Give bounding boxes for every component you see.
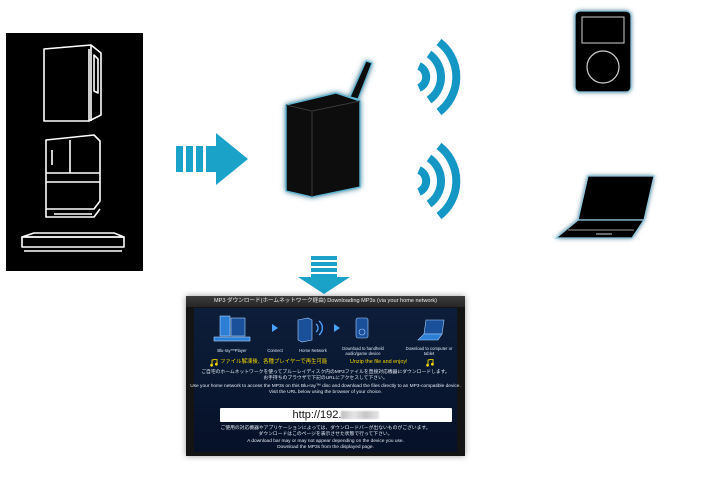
step-player-icon: [213, 315, 251, 342]
note-en-line2: Download the MP3s from the displayed pag…: [277, 445, 374, 450]
info-en-line2: Visit the URL below using the browser of…: [268, 390, 383, 395]
step-router-icon: [297, 317, 323, 343]
note-jp-line1: ご使用の対応機器やアプリケーションによっては、ダウンロードバーが出ないものがござ…: [220, 426, 431, 431]
wifi-waves-icon: [417, 38, 461, 220]
step-arrow-icon: [272, 324, 278, 332]
steps-diagram: [213, 315, 445, 343]
step-label-computer: Download to computer or tablet: [405, 346, 453, 356]
step-label-connect: Connect: [267, 348, 283, 353]
music-player-icon: [574, 10, 632, 93]
wireless-router-icon: [285, 60, 373, 198]
laptop-icon: [554, 175, 655, 239]
down-arrow-icon: [298, 256, 350, 294]
bluray-player-icon: [45, 134, 101, 218]
url-field: http://192.: [220, 408, 452, 422]
game-console-icon: [43, 44, 102, 122]
note-icon: [210, 359, 218, 367]
step-handheld-icon: [355, 317, 369, 339]
download-page-screenshot: MP3 ダウンロード(ホームネットワーク経由) Downloading MP3s…: [186, 296, 465, 456]
step-label-handheld: Download to handheld audio/game device: [342, 346, 384, 356]
step-laptop-icon: [417, 319, 445, 341]
info-jp-line2: お手持ちのブラウザで下記のURLにアクセスして下さい。: [263, 376, 388, 381]
player-devices-panel: [6, 33, 143, 271]
screen-body: Blu-ray™Player Connect Home Network Down…: [190, 308, 461, 452]
bluray-base-icon: [21, 232, 125, 252]
url-redacted: [341, 411, 380, 419]
note-icon-right: [426, 359, 434, 367]
note-en-line1: A download bar may or may not appear dep…: [247, 439, 404, 444]
info-jp-line1: ご自宅のホームネットワークを使ってブルーレイディスク内のMP3ファイルを直接対応…: [201, 370, 450, 375]
right-arrow-icon: [176, 133, 248, 185]
step-label-player: Blu-ray™Player: [217, 348, 247, 353]
note-jp-line2: ダウンロードはこのページを表示させた状態で行って下さい。: [258, 432, 393, 437]
yellow-text-en: Unzip the file and enjoy!: [350, 359, 408, 365]
screen-title: MP3 ダウンロード(ホームネットワーク経由) Downloading MP3s…: [186, 296, 465, 307]
info-en-line1: Use your home network to access the MP3s…: [190, 384, 461, 389]
url-text: http://192.: [292, 409, 342, 421]
step-label-network: Home Network: [299, 348, 327, 353]
yellow-text-jp: ファイル解凍後、各種プレイヤーで再生可能: [220, 359, 328, 365]
